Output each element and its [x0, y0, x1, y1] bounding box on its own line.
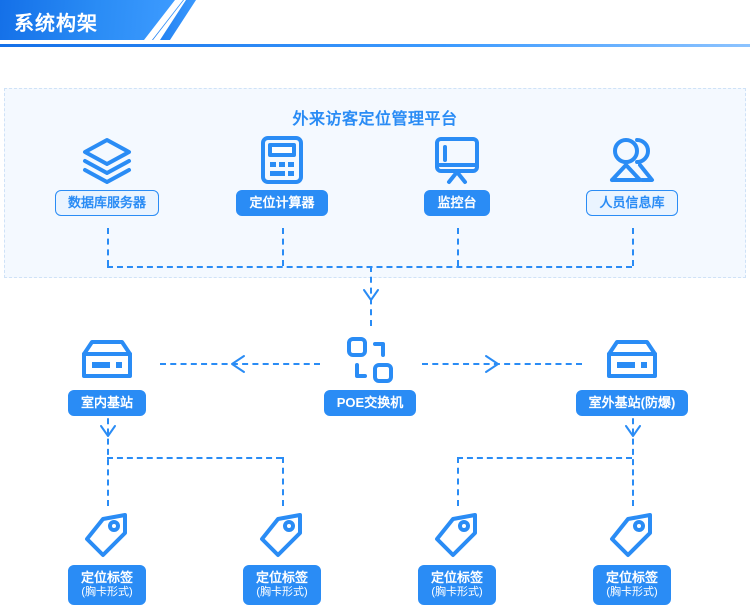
- node-label: 室外基站(防爆): [575, 390, 689, 417]
- connector-personnel-drop: [632, 228, 634, 266]
- tag-icon: [382, 505, 532, 565]
- node-label: 定位计算器: [236, 190, 328, 217]
- tag-subtitle: (胸卡形式): [606, 586, 658, 599]
- page-header: 系统构架: [0, 0, 750, 52]
- tag-subtitle: (胸卡形式): [81, 586, 133, 599]
- tag-subtitle: (胸卡形式): [256, 586, 308, 599]
- node-locator-tag-4[interactable]: 定位标签 (胸卡形式): [557, 505, 707, 605]
- tag-subtitle: (胸卡形式): [431, 586, 483, 599]
- node-label: 定位标签 (胸卡形式): [67, 565, 146, 605]
- users-icon: [557, 130, 707, 190]
- tag-icon: [32, 505, 182, 565]
- node-database-server[interactable]: 数据库服务器: [32, 130, 182, 217]
- header-underline: [0, 44, 750, 47]
- database-layers-icon: [32, 130, 182, 190]
- connector-indoor-branch: [107, 457, 282, 459]
- node-label: POE交换机: [323, 390, 417, 417]
- arrow-down-outdoor: [624, 424, 641, 438]
- node-poe-switch[interactable]: POE交换机: [295, 330, 445, 417]
- connector-poe-to-indoor: [160, 363, 320, 365]
- node-label: 人员信息库: [586, 190, 678, 217]
- arrow-right-to-outdoor: [484, 355, 500, 373]
- connector-monitor-drop: [457, 228, 459, 266]
- header-banner: [0, 0, 175, 40]
- connector-outdoor-branch: [457, 457, 632, 459]
- node-locator-tag-1[interactable]: 定位标签 (胸卡形式): [32, 505, 182, 605]
- platform-panel: 外来访客定位管理平台: [4, 88, 746, 278]
- node-label: 数据库服务器: [54, 190, 159, 217]
- connector-calc-drop: [282, 228, 284, 266]
- connector-db-drop: [107, 228, 109, 266]
- node-label: 室内基站: [67, 390, 146, 417]
- node-personnel-database[interactable]: 人员信息库: [557, 130, 707, 217]
- node-locator-tag-2[interactable]: 定位标签 (胸卡形式): [207, 505, 357, 605]
- arrow-left-to-indoor: [228, 355, 245, 373]
- tag-title: 定位标签: [255, 570, 308, 585]
- arrow-down-indoor: [99, 424, 116, 438]
- monitor-icon: [382, 130, 532, 190]
- connector-platform-bus: [107, 266, 632, 268]
- arrow-down-to-poe: [362, 288, 379, 302]
- poe-switch-icon: [295, 330, 445, 390]
- calculator-icon: [207, 130, 357, 190]
- connector-platform-to-poe: [370, 266, 372, 326]
- connector-poe-to-outdoor: [422, 363, 582, 365]
- tag-title: 定位标签: [430, 570, 483, 585]
- node-label: 监控台: [424, 190, 490, 217]
- node-monitor-console[interactable]: 监控台: [382, 130, 532, 217]
- connector-tag2-drop: [282, 457, 284, 506]
- tag-icon: [557, 505, 707, 565]
- node-indoor-base-station[interactable]: 室内基站: [32, 330, 182, 417]
- connector-outdoor-drop: [632, 408, 634, 506]
- page-title: 系统构架: [14, 13, 98, 35]
- node-label: 定位标签 (胸卡形式): [417, 565, 496, 605]
- platform-title: 外来访客定位管理平台: [292, 111, 458, 128]
- tag-title: 定位标签: [605, 570, 658, 585]
- node-location-calculator[interactable]: 定位计算器: [207, 130, 357, 217]
- base-station-icon: [557, 330, 707, 390]
- tag-title: 定位标签: [80, 570, 133, 585]
- node-locator-tag-3[interactable]: 定位标签 (胸卡形式): [382, 505, 532, 605]
- connector-tag3-drop: [457, 457, 459, 506]
- node-outdoor-base-station[interactable]: 室外基站(防爆): [557, 330, 707, 417]
- base-station-icon: [32, 330, 182, 390]
- node-label: 定位标签 (胸卡形式): [242, 565, 321, 605]
- tag-icon: [207, 505, 357, 565]
- node-label: 定位标签 (胸卡形式): [592, 565, 671, 605]
